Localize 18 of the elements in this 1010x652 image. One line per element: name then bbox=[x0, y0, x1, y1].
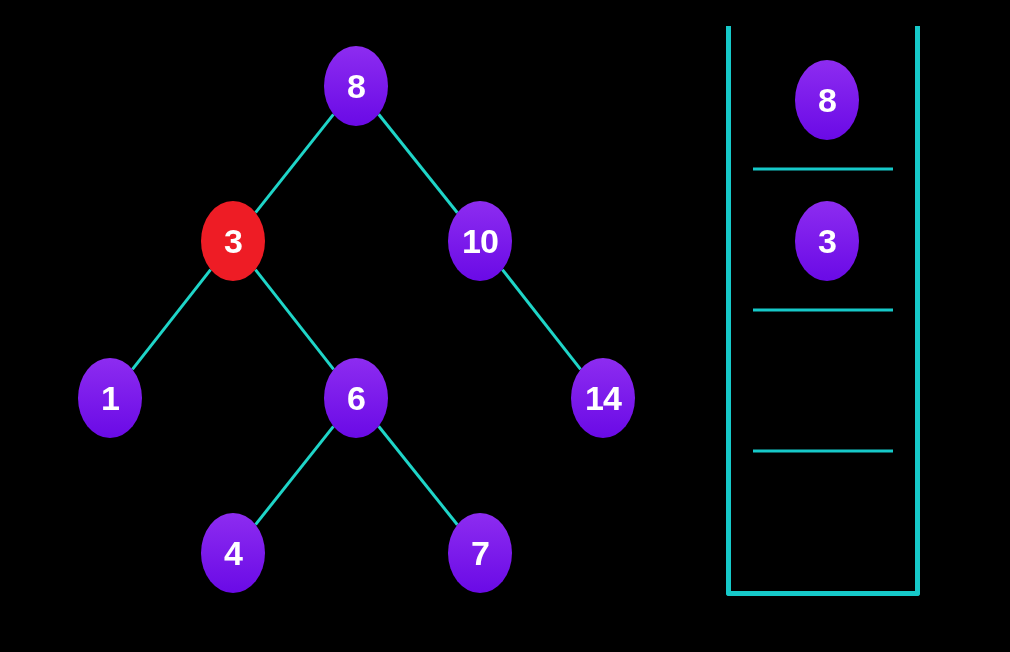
tree-edge bbox=[254, 113, 335, 214]
tree-edge bbox=[501, 268, 582, 371]
tree-node: 6 bbox=[324, 358, 388, 438]
tree-node: 8 bbox=[324, 46, 388, 126]
tree-node: 10 bbox=[448, 201, 512, 281]
tree-node: 4 bbox=[201, 513, 265, 593]
tree-edge bbox=[377, 425, 459, 526]
tree-edge bbox=[254, 425, 335, 526]
tree-node: 14 bbox=[571, 358, 635, 438]
tree-edge bbox=[254, 268, 335, 371]
stack-container bbox=[726, 26, 920, 596]
tree-edge bbox=[131, 268, 212, 371]
tree-edge bbox=[377, 113, 459, 214]
tree-node: 8 bbox=[795, 60, 859, 140]
tree-node: 3 bbox=[201, 201, 265, 281]
tree-node: 1 bbox=[78, 358, 142, 438]
tree-node: 7 bbox=[448, 513, 512, 593]
tree-node: 3 bbox=[795, 201, 859, 281]
